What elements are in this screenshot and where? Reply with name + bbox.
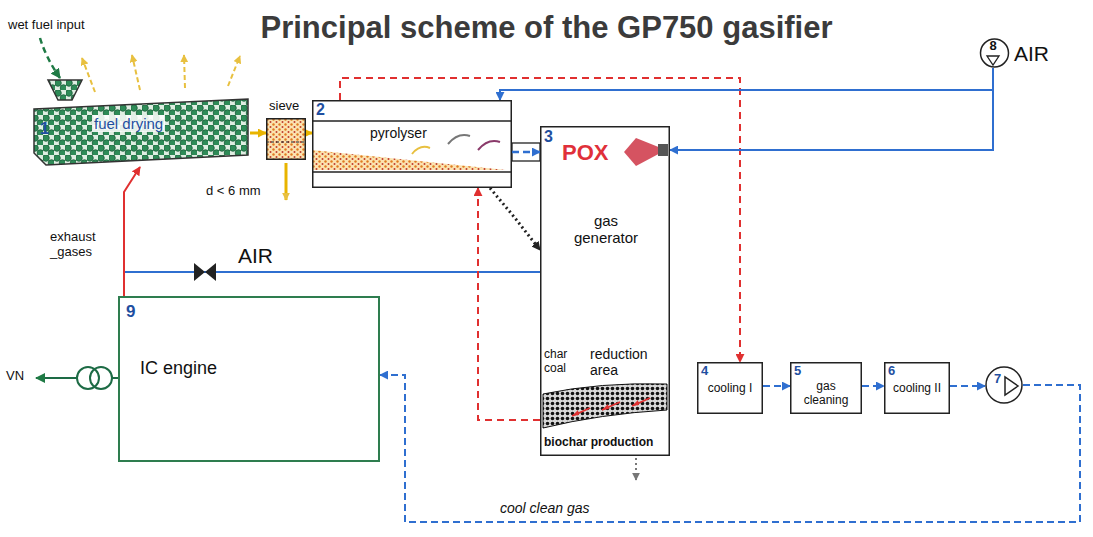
vapour-arrows — [82, 55, 240, 92]
callout-number: 2 — [316, 101, 325, 119]
flow-connector — [670, 68, 993, 150]
flow-connector — [950, 385, 985, 387]
fan-symbol: 8 — [978, 38, 1011, 68]
callout-number: 1 — [40, 119, 49, 139]
valve-symbol — [194, 263, 205, 281]
output-label: VN — [6, 369, 24, 384]
node-shape — [540, 126, 670, 456]
biochar-arrow — [635, 458, 637, 480]
node-text: IC engine — [140, 358, 217, 379]
process-box: 6 cooling II — [884, 362, 950, 414]
callout-number: 8 — [978, 39, 1008, 54]
node-shape — [312, 100, 512, 188]
transformer-symbol — [77, 367, 99, 389]
connector-label: exhaust _gases — [50, 230, 114, 260]
engine-box: 9 IC engine — [118, 296, 380, 462]
sieve-outline — [266, 119, 306, 160]
flow-connector — [250, 132, 266, 135]
callout-number: 9 — [126, 302, 135, 322]
callout-number: 6 — [888, 364, 895, 379]
callout-number: 4 — [701, 364, 708, 379]
box-outline — [698, 363, 763, 414]
node-text: pyrolyser — [370, 125, 427, 141]
power-line — [36, 377, 77, 379]
process-box: 5gas cleaning — [790, 362, 862, 414]
flow-connector — [490, 188, 540, 250]
node-shape — [118, 296, 380, 462]
fuel-input-arrow — [40, 38, 60, 78]
transformer-symbol — [90, 367, 112, 389]
node-text: biochar production — [544, 436, 653, 450]
dryer-outline — [34, 99, 248, 165]
input-label: wet fuel input — [8, 18, 85, 33]
air-label: AIR — [1014, 42, 1049, 66]
valve-symbol — [205, 263, 216, 281]
sieve-box: sieve — [266, 118, 306, 160]
pump-symbol: 7 — [985, 366, 1023, 404]
node-shape — [985, 366, 1023, 404]
flow-connector — [763, 385, 790, 387]
node-text: gas generator — [564, 212, 648, 247]
process-box: 4 cooling I — [697, 362, 763, 414]
gas-generator-box: 3POX gas generator char coal reduction area… — [540, 126, 670, 456]
box-outline — [885, 363, 950, 414]
pyro-outline — [312, 101, 512, 188]
node-text: char coal — [544, 348, 580, 376]
pump-outline — [986, 367, 1022, 403]
pyrolyser-box: 2 pyrolyser — [312, 100, 512, 188]
callout-number: 7 — [994, 372, 1001, 387]
size-label: d < 6 mm — [206, 184, 261, 199]
box-outline — [791, 363, 862, 414]
flow-connector — [500, 68, 993, 100]
callout-number: 3 — [544, 128, 553, 146]
node-shape — [266, 118, 306, 160]
flow-connector — [306, 132, 312, 135]
engine-outline — [119, 297, 379, 461]
node-text: cooling II — [888, 382, 946, 396]
node-text: reduction area — [590, 346, 666, 378]
flow-connector — [478, 188, 540, 420]
dryer-trough: 1 fuel drying — [32, 95, 250, 167]
fuel-hopper — [48, 80, 82, 100]
node-text: cooling I — [701, 382, 759, 396]
connector-label: cool clean gas — [500, 500, 590, 516]
connecting-tube — [512, 143, 540, 161]
air-label: AIR — [238, 244, 273, 268]
fines-arrow — [285, 163, 288, 200]
callout-number: 5 — [794, 364, 801, 379]
node-text: fuel drying — [92, 115, 165, 132]
node-text: sieve — [269, 99, 299, 114]
node-text: POX — [562, 140, 608, 165]
flow-connector — [512, 151, 540, 154]
flow-connector — [862, 385, 884, 387]
gen-outline — [541, 127, 670, 456]
node-text: gas cleaning — [794, 380, 858, 408]
diagram-title: Principal scheme of the GP750 gasifier — [0, 10, 1093, 46]
flow-connector — [124, 167, 140, 296]
